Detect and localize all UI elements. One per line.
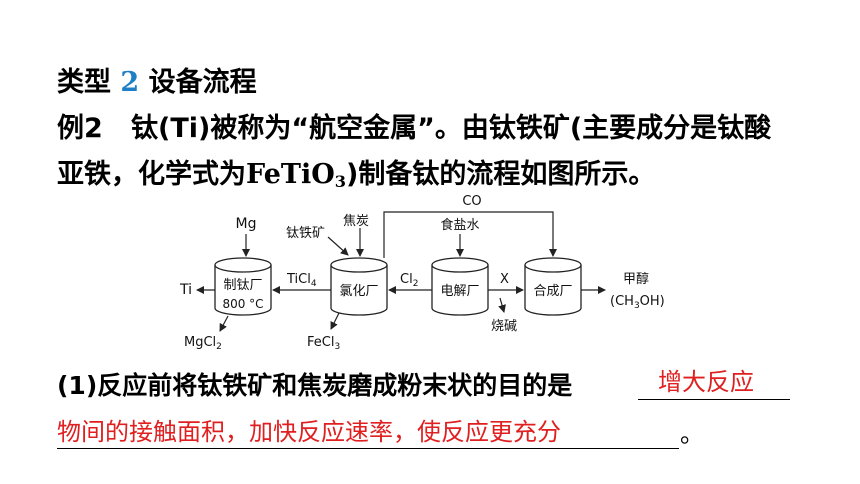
example-line-2: 亚铁，化学式为FeTiO3)制备钛的流程如图所示。: [57, 152, 655, 191]
formula-main: FeTiO: [246, 159, 335, 190]
plant-synthesis-label: 合成厂: [533, 284, 572, 299]
arrow-co: [383, 211, 557, 258]
formula-sub: 3: [334, 172, 347, 191]
label-brine: 食盐水: [440, 217, 479, 233]
answer-blank-line-1: [638, 399, 790, 400]
formula: FeTiO3: [246, 159, 347, 191]
example-text-3: )制备钛的流程如图所示。: [346, 159, 656, 190]
plant-ti: 制钛厂 800 °C: [214, 257, 272, 316]
question-1: (1)反应前将钛铁矿和焦炭磨成粉末状的目的是: [57, 371, 573, 400]
heading-title: 设备流程: [148, 67, 257, 98]
end-punctuation: 。: [680, 420, 704, 448]
heading-number: 2: [120, 67, 140, 98]
label-mgcl2: MgCl2: [184, 335, 222, 352]
label-ticl4: TiCl4: [286, 272, 317, 289]
example-text-1: 钛(Ti)被称为“航空金属”。由钛铁矿(主要成分是钛酸: [131, 113, 772, 144]
arrow-fecl3: [330, 312, 340, 330]
plant-electrolysis-label: 电解厂: [440, 284, 479, 299]
section-heading: 类型 2 设备流程: [57, 60, 257, 99]
arrow-ore: [327, 236, 349, 256]
label-ore: 钛铁矿: [286, 226, 325, 241]
label-ti: Ti: [179, 282, 192, 298]
label-coke: 焦炭: [343, 214, 369, 229]
label-methanol: 甲醇: [623, 271, 649, 287]
example-label: 例2: [57, 113, 103, 144]
label-co: CO: [462, 194, 481, 209]
heading-prefix: 类型: [57, 67, 111, 98]
label-caustic: 烧碱: [491, 319, 517, 334]
example-line-1: 例2 钛(Ti)被称为“航空金属”。由钛铁矿(主要成分是钛酸: [57, 106, 771, 145]
answer-part-1: 增大反应: [658, 368, 754, 396]
process-flow-diagram: 制钛厂 800 °C 氯化厂 电解厂 合成厂 Mg 钛铁矿 焦炭 CO 食盐水 …: [179, 194, 665, 352]
label-mg: Mg: [236, 216, 257, 232]
plant-ti-label: 制钛厂: [223, 278, 262, 293]
label-fecl3: FeCl3: [307, 335, 340, 352]
plant-ti-temp: 800 °C: [222, 297, 263, 311]
plant-chlorination-label: 氯化厂: [339, 284, 378, 299]
arrow-caustic: [498, 297, 506, 313]
answer-blank-line-2: [57, 448, 679, 449]
example-text-2: 亚铁，化学式为: [57, 159, 246, 190]
plant-electrolysis: 电解厂: [431, 257, 489, 316]
arrow-mgcl2: [219, 315, 229, 332]
label-x: X: [500, 272, 509, 287]
answer-part-2: 物间的接触面积，加快反应速率，使反应更充分: [57, 418, 561, 446]
plant-chlorination: 氯化厂: [330, 257, 388, 316]
label-cl2: Cl2: [400, 272, 418, 289]
plant-synthesis: 合成厂: [524, 257, 582, 316]
label-methanol-formula: (CH3OH): [610, 294, 665, 311]
